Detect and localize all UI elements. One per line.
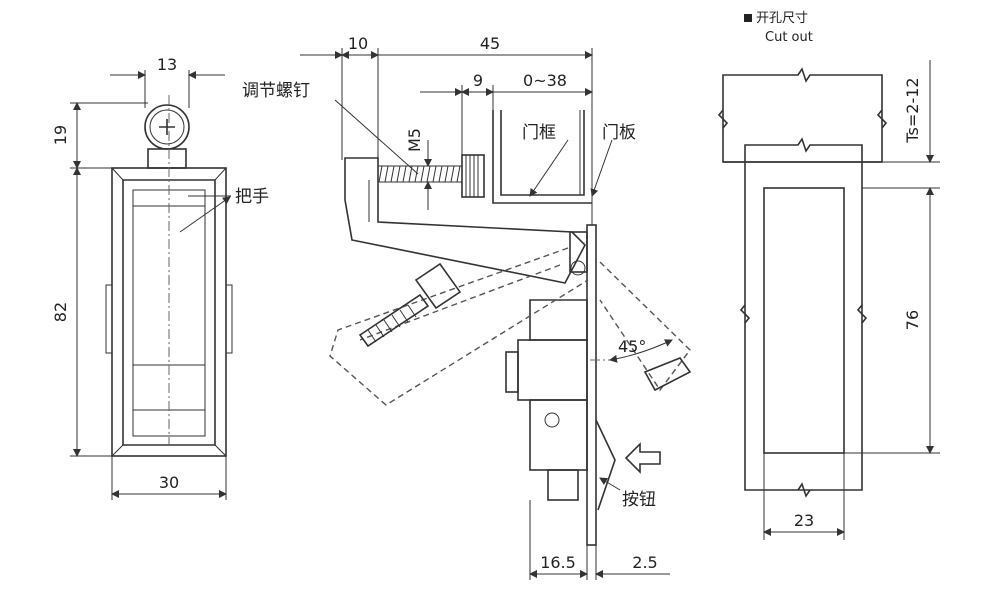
ts-label: Ts=2-12 — [903, 77, 922, 143]
cutout-view: Ts=2-12 76 23 — [717, 14, 940, 540]
dim-23: 23 — [794, 511, 814, 530]
dim-13: 13 — [157, 55, 177, 74]
dim-0-38: 0~38 — [523, 71, 567, 90]
door-panel-label: 门板 — [602, 123, 636, 143]
dim-45: 45 — [480, 34, 500, 53]
dim-30: 30 — [159, 473, 179, 492]
side-view: 45° 10 45 9 0~38 M5 16.5 2.5 — [300, 34, 692, 580]
dim-10: 10 — [348, 34, 368, 53]
button-label: 按钮 — [622, 490, 656, 510]
screw-thread — [378, 165, 461, 183]
dim-16-5: 16.5 — [540, 553, 576, 572]
cutout-title: 开孔尺寸 — [756, 11, 808, 26]
open-screw — [358, 262, 462, 348]
front-view: 13 19 82 30 — [51, 55, 233, 500]
dim-19: 19 — [51, 125, 70, 145]
dim-2-5: 2.5 — [632, 553, 657, 572]
handle-label: 把手 — [235, 187, 269, 207]
adjust-screw-label: 调节螺钉 — [242, 81, 310, 101]
m5-label: M5 — [405, 128, 424, 152]
cutout-subtitle: Cut out — [765, 30, 813, 45]
dim-9: 9 — [473, 71, 483, 90]
angle-45: 45° — [618, 337, 646, 356]
dim-82: 82 — [51, 302, 70, 322]
door-frame-label: 门框 — [522, 123, 556, 143]
dim-76: 76 — [903, 310, 922, 330]
